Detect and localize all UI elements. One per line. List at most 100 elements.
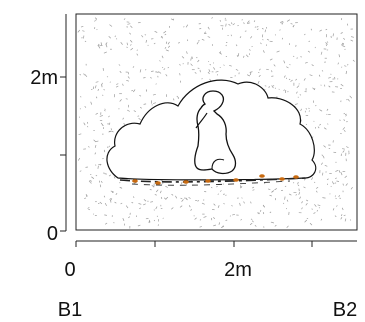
sediment-speck <box>262 38 264 41</box>
sediment-speck <box>283 60 286 64</box>
sediment-speck <box>122 218 125 222</box>
sediment-speck <box>280 22 282 24</box>
ochre-fragment <box>183 180 189 184</box>
sediment-speck <box>143 199 147 202</box>
sediment-speck <box>125 205 129 209</box>
sediment-speck <box>94 17 98 20</box>
sediment-speck <box>340 83 344 87</box>
sediment-speck <box>212 217 216 219</box>
sediment-speck <box>90 101 93 105</box>
sediment-speck <box>318 74 321 77</box>
sediment-speck <box>338 170 341 173</box>
sediment-speck <box>152 102 157 104</box>
sediment-speck <box>104 214 107 216</box>
sediment-speck <box>143 203 146 206</box>
sediment-speck <box>177 42 180 44</box>
sediment-speck <box>224 17 226 19</box>
sediment-speck <box>165 49 169 52</box>
sediment-speck <box>264 85 267 87</box>
sediment-speck <box>344 175 348 179</box>
sediment-speck <box>269 58 273 61</box>
sediment-speck <box>99 201 103 205</box>
sediment-speck <box>239 36 242 39</box>
sediment-speck <box>343 119 345 122</box>
sediment-speck <box>165 41 168 44</box>
sediment-speck <box>94 152 97 155</box>
sediment-speck <box>311 64 314 67</box>
sediment-speck <box>110 190 114 193</box>
sediment-speck <box>245 54 249 58</box>
sediment-speck <box>215 70 219 73</box>
sediment-speck <box>164 46 167 49</box>
sediment-speck <box>217 205 220 208</box>
sediment-speck <box>120 41 123 45</box>
sediment-speck <box>241 185 243 188</box>
sediment-speck <box>241 197 243 199</box>
sediment-speck <box>321 154 323 157</box>
sediment-speck <box>104 202 107 207</box>
sediment-speck <box>95 81 99 83</box>
sediment-speck <box>151 184 155 188</box>
sediment-speck <box>164 33 167 36</box>
sediment-speck <box>310 28 313 31</box>
sediment-speck <box>347 98 350 102</box>
sediment-speck <box>253 20 256 23</box>
sediment-speck <box>346 146 349 149</box>
sediment-speck <box>114 201 117 204</box>
sediment-speck <box>99 184 102 188</box>
sediment-speck <box>159 60 161 62</box>
sediment-speck <box>210 186 213 189</box>
sediment-speck <box>84 197 87 199</box>
sediment-speck <box>341 42 344 46</box>
sediment-speck <box>208 69 211 73</box>
sediment-speck <box>352 59 355 62</box>
sediment-speck <box>341 207 344 211</box>
sediment-speck <box>129 32 132 35</box>
sediment-speck <box>343 214 346 217</box>
sediment-speck <box>97 88 99 92</box>
sediment-speck <box>145 39 148 43</box>
sediment-speck <box>203 31 206 34</box>
sediment-speck <box>109 81 111 83</box>
sediment-speck <box>115 193 118 195</box>
sediment-speck <box>285 77 288 79</box>
sediment-speck <box>159 72 162 74</box>
sediment-speck <box>113 176 116 179</box>
sediment-speck <box>225 194 227 197</box>
sediment-speck <box>209 63 212 66</box>
sediment-speck <box>296 85 300 88</box>
sediment-speck <box>257 80 260 85</box>
sediment-speck <box>268 85 270 89</box>
seated-figure-arm <box>195 112 208 129</box>
sediment-speck <box>78 133 82 135</box>
sediment-speck <box>346 23 349 26</box>
sediment-speck <box>340 32 343 34</box>
sediment-speck <box>279 29 281 31</box>
ochre-fragments <box>132 174 299 185</box>
sediment-speck <box>83 122 86 126</box>
sediment-speck <box>197 67 200 69</box>
sediment-speck <box>258 71 260 74</box>
sediment-speck <box>281 21 284 25</box>
sediment-speck <box>137 224 141 227</box>
sediment-speck <box>332 208 335 211</box>
sediment-speck <box>225 23 227 27</box>
sediment-speck <box>304 61 308 64</box>
sediment-speck <box>260 42 262 45</box>
sediment-speck <box>225 219 228 221</box>
sediment-speck <box>313 120 315 122</box>
sediment-speck <box>127 76 130 79</box>
sediment-speck <box>315 186 319 189</box>
sediment-speck <box>266 38 270 41</box>
sediment-speck <box>342 183 344 186</box>
sediment-speck <box>120 202 123 205</box>
sediment-speck <box>250 201 252 204</box>
sediment-speck <box>295 193 297 196</box>
sediment-speck <box>321 162 323 165</box>
sediment-speck <box>203 216 207 218</box>
sediment-speck <box>105 42 108 45</box>
sediment-speck <box>122 117 124 120</box>
sediment-speck <box>290 79 293 82</box>
sediment-speck <box>79 170 82 172</box>
sediment-speck <box>297 181 299 185</box>
